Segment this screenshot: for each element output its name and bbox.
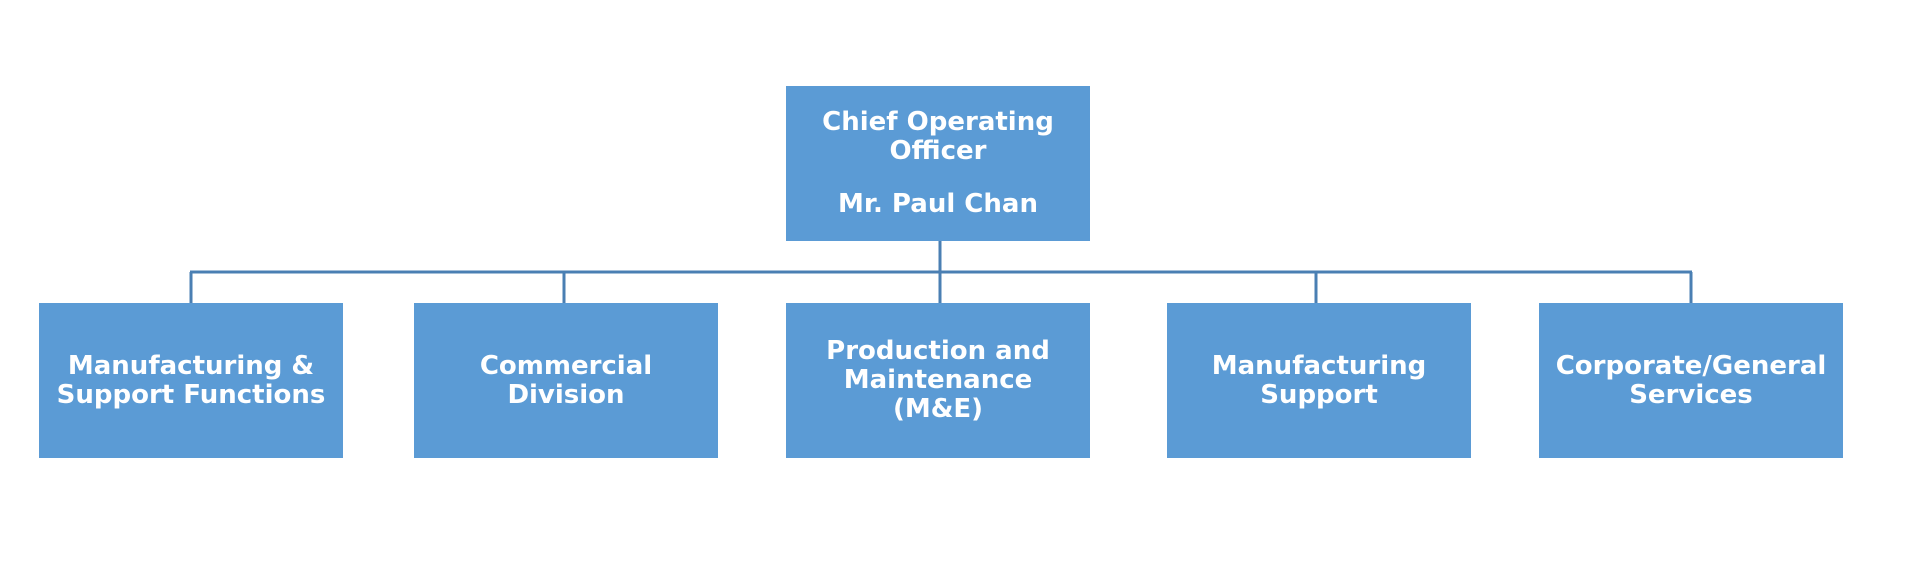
- node-label-line: Maintenance: [843, 365, 1033, 395]
- node-commercial-division[interactable]: Commercial Division: [414, 303, 718, 458]
- node-label-line: Manufacturing: [1211, 350, 1427, 381]
- node-corporate-general-services[interactable]: Corporate/General Services: [1539, 303, 1843, 458]
- node-person-name: Mr. Paul Chan: [838, 189, 1038, 219]
- node-label-line: Manufacturing &: [67, 350, 315, 381]
- node-title-line: Chief Operating: [822, 107, 1054, 137]
- node-label-line: Support Functions: [56, 379, 326, 410]
- node-label-line: Commercial: [479, 350, 653, 381]
- node-production-and-maintenance[interactable]: Production and Maintenance (M&E): [786, 303, 1090, 458]
- node-manufacturing-support[interactable]: Manufacturing Support: [1167, 303, 1471, 458]
- node-chief-operating-officer[interactable]: Chief Operating Officer Mr. Paul Chan: [786, 86, 1090, 241]
- node-label-line: Support: [1260, 379, 1378, 410]
- node-label-line: Division: [507, 379, 625, 410]
- node-label-line: Services: [1629, 379, 1753, 410]
- node-title-line: Officer: [889, 136, 987, 166]
- node-manufacturing-support-functions[interactable]: Manufacturing & Support Functions: [39, 303, 343, 458]
- node-label-line: Corporate/General: [1555, 350, 1827, 381]
- node-label-line: Production and: [826, 336, 1050, 366]
- node-label-line: (M&E): [892, 394, 984, 424]
